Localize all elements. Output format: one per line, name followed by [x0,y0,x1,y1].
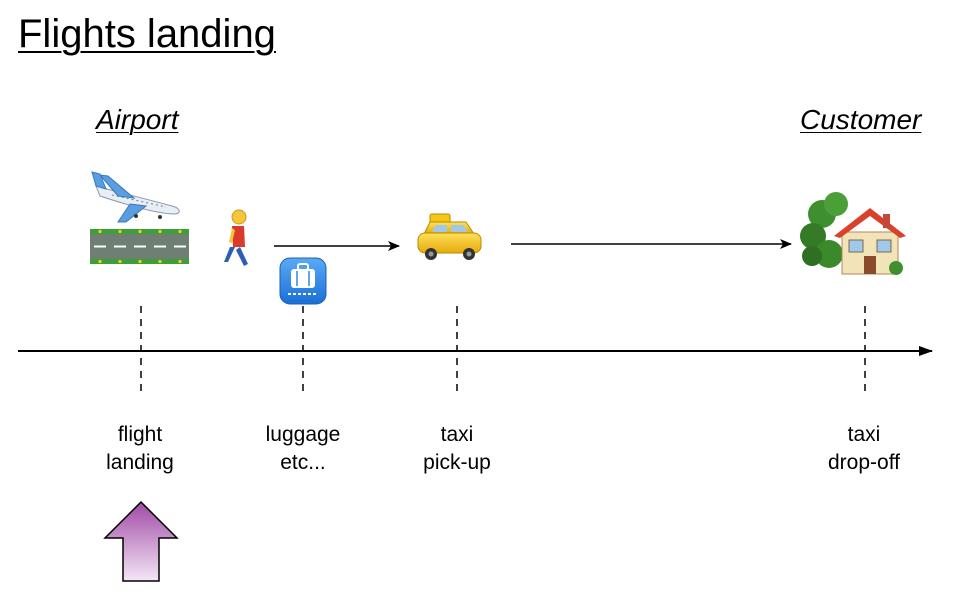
stage-label-line: flight [117,423,163,446]
stage-label-flight-landing: flight landing [70,421,210,477]
house-icon [834,208,906,275]
stage-label-line: taxi [847,423,881,446]
stage-label-line: drop-off [828,451,900,474]
airplane-icon [91,171,180,223]
stage-label-luggage: luggage etc... [233,421,373,477]
tree-icon [800,192,848,268]
stage-label-line: pick-up [423,451,491,474]
stage-label-line: luggage [265,423,341,446]
stage-label-taxi-pickup: taxi pick-up [387,421,527,477]
taxi-icon [417,213,482,260]
stage-label-line: landing [106,451,174,474]
stage-label-taxi-dropoff: taxi drop-off [794,421,934,477]
runway-icon [90,229,189,264]
stage-label-line: etc... [280,451,326,474]
page-title: Flights landing [18,12,276,56]
walking-person-icon [224,209,248,266]
airport-heading: Airport [96,104,179,135]
up-arrow-icon [103,500,179,582]
stage-label-line: taxi [440,423,474,446]
customer-heading: Customer [800,104,922,135]
luggage-icon [279,257,327,305]
